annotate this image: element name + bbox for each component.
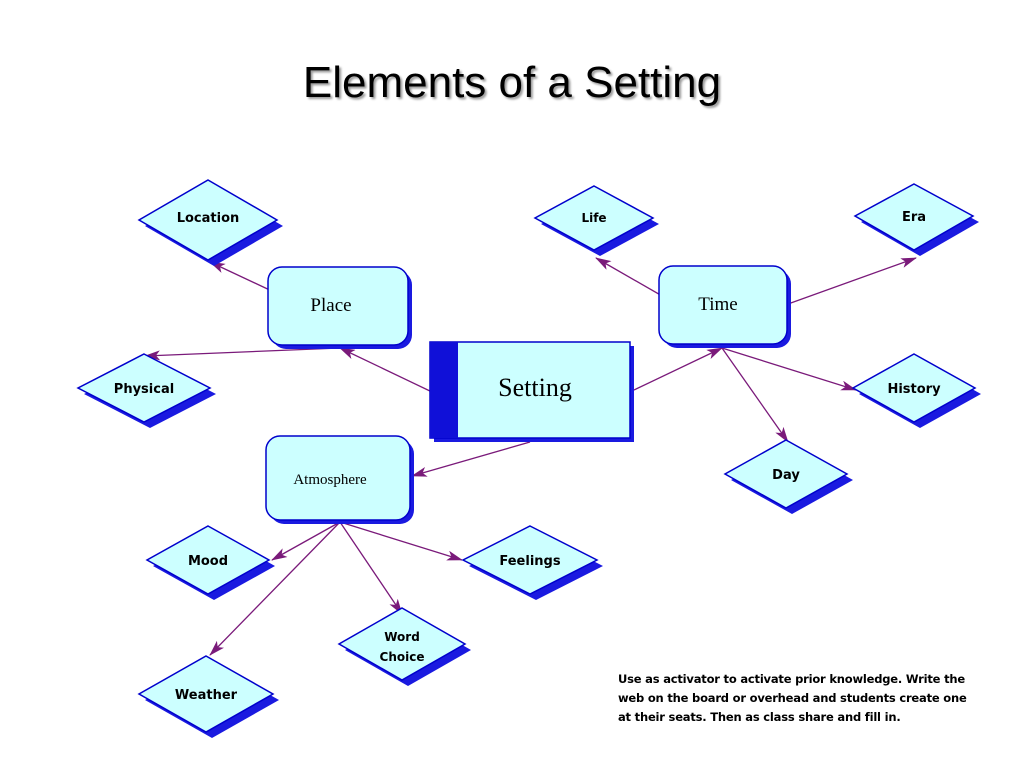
arrow-atmosphere-to-feelings — [339, 521, 463, 561]
setting-bar — [430, 342, 458, 438]
day-label: Day — [772, 468, 800, 483]
location-label: Location — [177, 211, 240, 226]
arrow-setting-to-place — [339, 347, 433, 393]
teacher-note: Use as activator to activate prior knowl… — [618, 672, 967, 724]
weather-node: Weather — [137, 655, 279, 738]
life-label: Life — [581, 211, 606, 225]
time-label: Time — [698, 294, 737, 315]
arrow-setting-to-atmosphere — [411, 441, 531, 477]
arrow-atmosphere-to-mood — [271, 521, 341, 561]
era-label: Era — [902, 210, 926, 225]
place-label: Place — [310, 295, 351, 316]
arrow-setting-to-time — [633, 347, 723, 391]
era-node: Era — [853, 183, 979, 256]
setting-label: Setting — [498, 373, 572, 402]
day-node: Day — [723, 439, 853, 514]
word-choice-label-line2: Choice — [380, 650, 425, 664]
time-node: Time — [658, 265, 791, 348]
feelings-node: Feelings — [461, 525, 603, 600]
physical-node: Physical — [76, 353, 216, 428]
arrow-place-to-physical — [144, 347, 341, 361]
location-node: Location — [137, 179, 283, 266]
place-node: Place — [267, 266, 412, 349]
atmosphere-label: Atmosphere — [293, 472, 367, 488]
mood-node: Mood — [145, 525, 275, 600]
arrow-time-to-day — [721, 347, 789, 443]
word-choice-label-line1: Word — [384, 630, 420, 644]
setting-node: Setting — [429, 341, 634, 442]
word-choice-node: Word Choice — [337, 607, 471, 686]
arrow-time-to-history — [721, 347, 857, 391]
mood-label: Mood — [188, 554, 228, 569]
history-label: History — [887, 382, 941, 397]
arrow-atmosphere-to-weather — [209, 521, 341, 656]
arrow-atmosphere-to-word-choice — [339, 521, 403, 615]
feelings-label: Feelings — [499, 554, 560, 569]
history-node: History — [851, 353, 981, 428]
slide-title: Elements of a Setting — [302, 58, 722, 107]
life-node: Life — [533, 185, 659, 256]
arrow-time-to-era — [787, 257, 917, 305]
atmosphere-node: Atmosphere — [265, 435, 414, 524]
weather-label: Weather — [175, 688, 238, 703]
physical-label: Physical — [114, 382, 174, 397]
connector-arrows — [144, 257, 917, 656]
